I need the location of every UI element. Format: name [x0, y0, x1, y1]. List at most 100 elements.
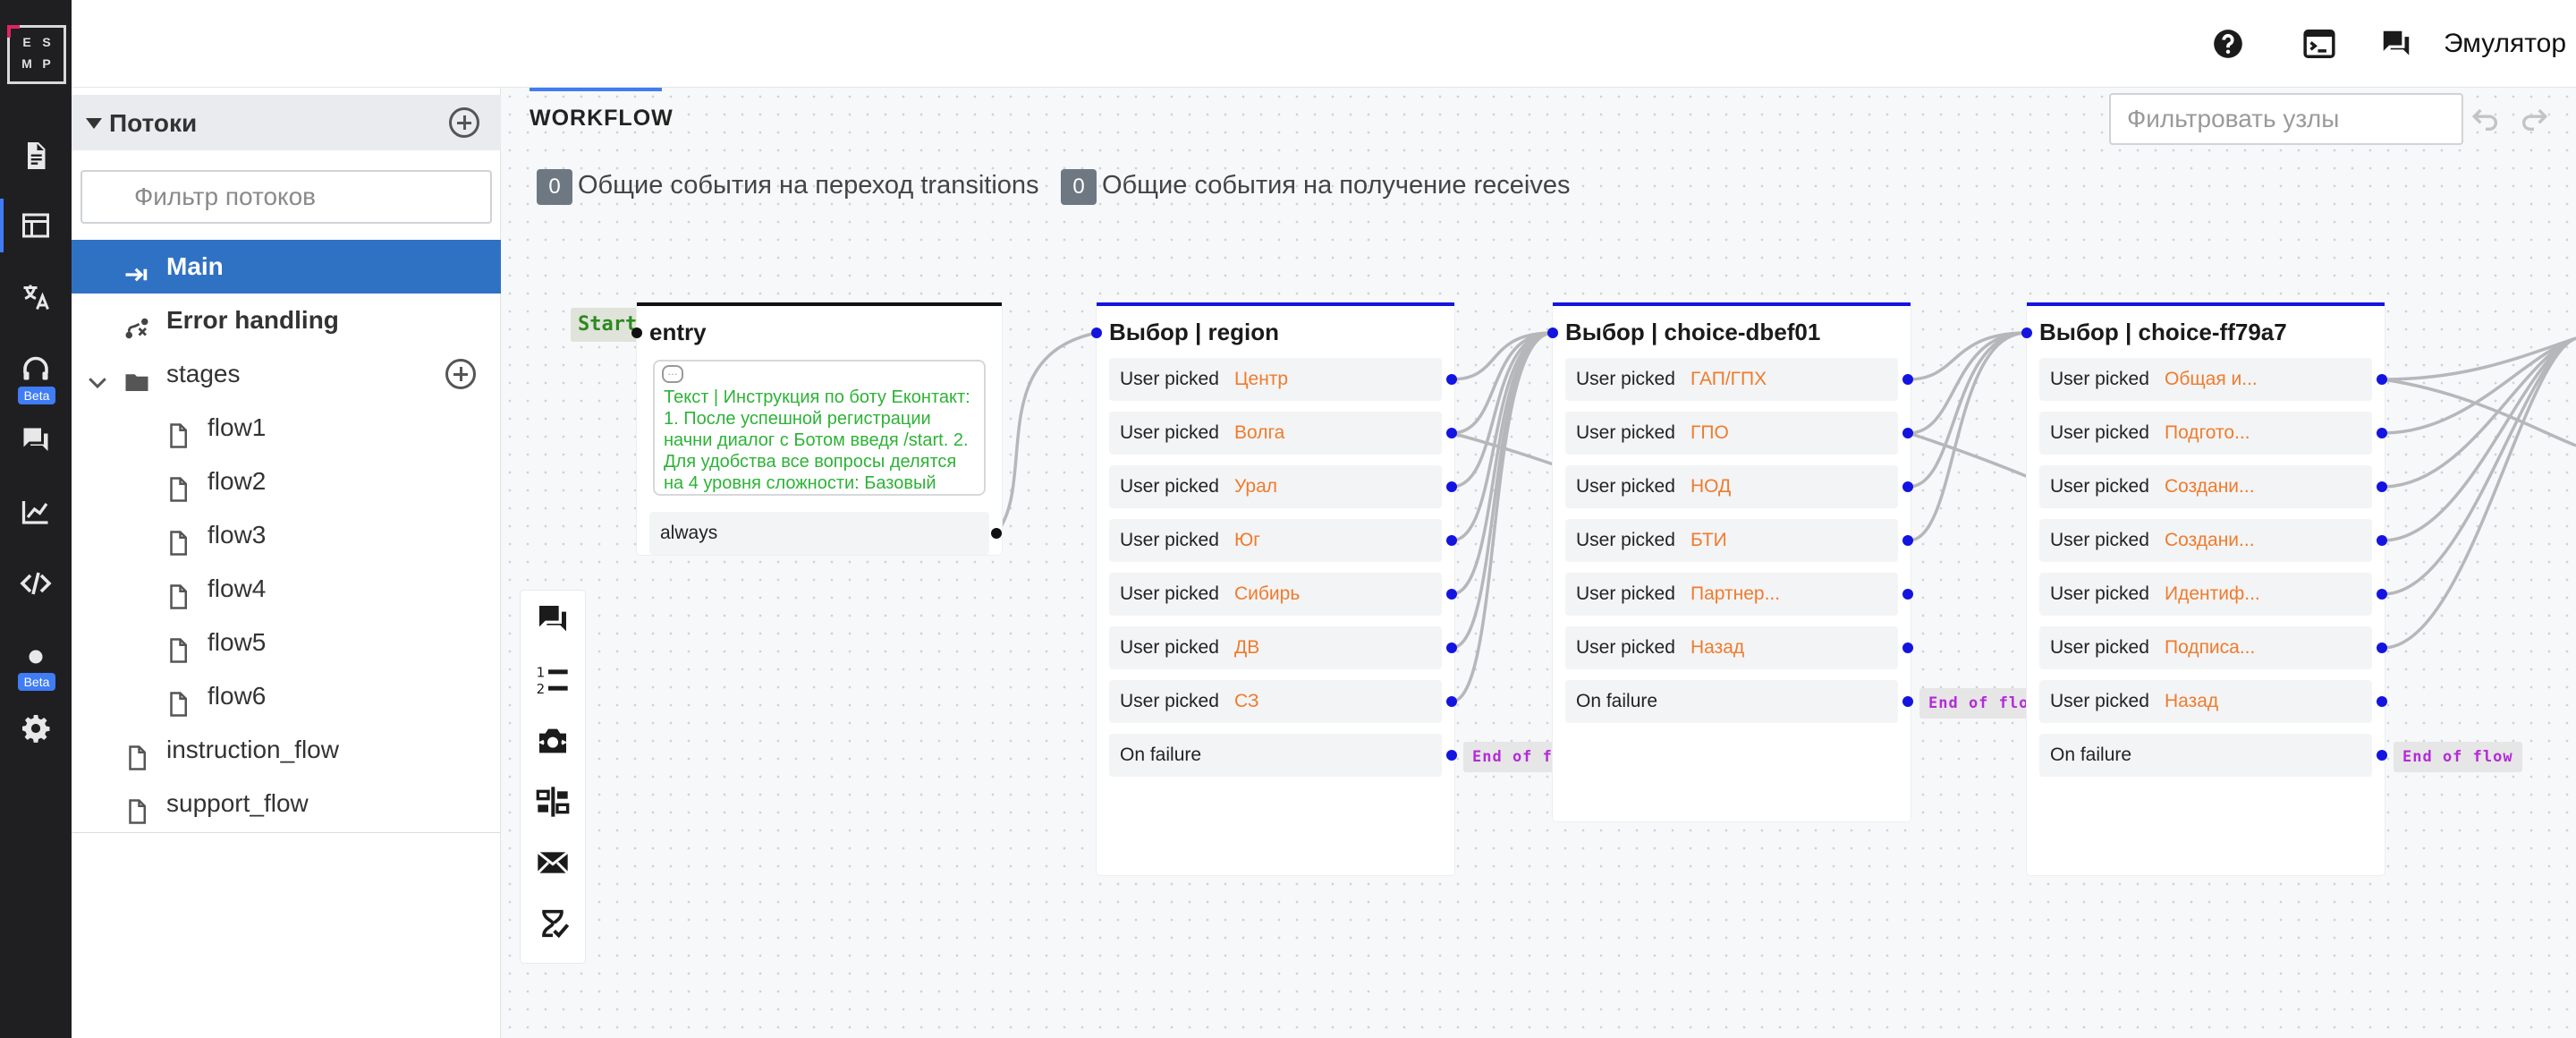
- flow-item-error-handling[interactable]: Error handling: [72, 294, 501, 347]
- flows-header[interactable]: Потоки: [72, 95, 501, 150]
- node-output-port[interactable]: [1902, 374, 1913, 385]
- node-output-port[interactable]: [2377, 750, 2387, 761]
- undo-icon[interactable]: [2469, 104, 2503, 134]
- node-input-port[interactable]: [1547, 328, 1558, 338]
- flow-item-instruction-flow[interactable]: instruction_flow: [72, 723, 501, 777]
- flow-item-main[interactable]: Main: [72, 240, 501, 294]
- transitions-label[interactable]: Общие события на переход transitions: [578, 171, 1039, 200]
- failure-row[interactable]: On failure: [1109, 734, 1442, 777]
- flow-item-flow4[interactable]: flow4: [72, 562, 501, 616]
- flow-item-flow5[interactable]: flow5: [72, 616, 501, 669]
- node-output-port[interactable]: [2377, 481, 2387, 492]
- chat-icon[interactable]: [20, 424, 52, 456]
- node-output-port[interactable]: [1902, 589, 1913, 600]
- node-output-port[interactable]: [1902, 428, 1913, 438]
- email-icon[interactable]: [535, 845, 571, 881]
- tab-workflow[interactable]: WORKFLOW: [530, 106, 674, 131]
- analytics-icon[interactable]: [20, 496, 52, 528]
- node-input-port[interactable]: [1091, 328, 1102, 338]
- node-input-port[interactable]: [631, 328, 642, 338]
- emulator-chat-icon[interactable]: [2379, 27, 2413, 61]
- node-output-port[interactable]: [991, 528, 1002, 539]
- condition-split-icon[interactable]: [535, 784, 571, 820]
- folder-item-stages[interactable]: stages: [72, 347, 501, 401]
- timer-check-icon[interactable]: [535, 906, 571, 941]
- terminal-icon[interactable]: [2302, 27, 2336, 61]
- node-output-port[interactable]: [1446, 481, 1457, 492]
- add-to-folder-plus-icon[interactable]: [445, 359, 476, 389]
- flow-item-flow6[interactable]: flow6: [72, 669, 501, 723]
- node-message-text[interactable]: … Текст | Инструкция по боту Еконтакт: 1…: [653, 360, 986, 496]
- help-icon[interactable]: [2211, 27, 2245, 61]
- redo-icon[interactable]: [2517, 104, 2551, 134]
- node-output-port[interactable]: [1446, 589, 1457, 600]
- node-output-port[interactable]: [1446, 750, 1457, 761]
- translate-icon[interactable]: [20, 281, 52, 313]
- workflow-canvas[interactable]: WORKFLOW 0 Общие события на переход tran…: [501, 88, 2576, 1038]
- settings-gear-icon[interactable]: [20, 712, 52, 744]
- node-output-port[interactable]: [1446, 535, 1457, 546]
- node-output-port[interactable]: [1902, 535, 1913, 546]
- node-output-port[interactable]: [1446, 696, 1457, 707]
- node-output-port[interactable]: [1446, 374, 1457, 385]
- node-output-port[interactable]: [2377, 642, 2387, 653]
- node-input-port[interactable]: [2021, 328, 2032, 338]
- flow-item-flow1[interactable]: flow1: [72, 401, 501, 455]
- flow-item-flow2[interactable]: flow2: [72, 455, 501, 508]
- node-output-port[interactable]: [1446, 428, 1457, 438]
- flow-filter-input[interactable]: [80, 170, 492, 224]
- node-output-port[interactable]: [2377, 696, 2387, 707]
- node-output-port[interactable]: [2377, 589, 2387, 600]
- workflow-table-icon[interactable]: [20, 209, 52, 242]
- add-flow-plus-icon[interactable]: [449, 107, 479, 138]
- transition-row-always[interactable]: always: [649, 512, 989, 555]
- node-entry[interactable]: entry … Текст | Инструкция по боту Еконт…: [631, 302, 1002, 555]
- emulator-button[interactable]: Эмулятор: [2444, 29, 2567, 58]
- flow-item-flow3[interactable]: flow3: [72, 508, 501, 562]
- status-dot-icon[interactable]: [20, 641, 52, 673]
- esmp-logo[interactable]: E S M P: [7, 25, 66, 84]
- failure-row[interactable]: On failure: [2039, 734, 2372, 777]
- node-output-port[interactable]: [2377, 374, 2387, 385]
- node-filter-input[interactable]: [2109, 93, 2463, 145]
- code-icon[interactable]: [20, 567, 52, 600]
- message-node-icon[interactable]: [535, 601, 571, 637]
- chevron-down-icon[interactable]: [84, 361, 111, 389]
- node-output-port[interactable]: [1902, 481, 1913, 492]
- failure-row[interactable]: On failure: [1565, 680, 1898, 723]
- collapse-caret-icon[interactable]: [86, 118, 102, 129]
- node-output-port[interactable]: [1902, 642, 1913, 653]
- node-output-port[interactable]: [1446, 642, 1457, 653]
- camera-node-icon[interactable]: [535, 723, 571, 759]
- receives-label[interactable]: Общие события на получение receives: [1102, 171, 1571, 200]
- document-icon[interactable]: [20, 140, 52, 172]
- node-output-port[interactable]: [2377, 535, 2387, 546]
- node-output-port[interactable]: [1902, 696, 1913, 707]
- headset-icon[interactable]: [20, 354, 52, 387]
- node-output-port[interactable]: [2377, 428, 2387, 438]
